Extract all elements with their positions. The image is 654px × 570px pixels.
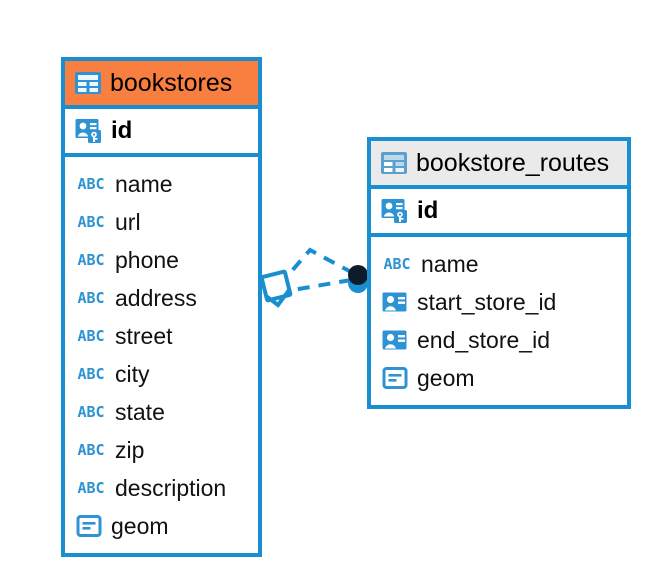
- table-icon: [75, 72, 101, 94]
- table-bookstore-routes-field-list: ABC name start_store_id: [371, 237, 627, 405]
- table-bookstores-header: bookstores: [65, 61, 258, 109]
- primary-key-icon: [381, 198, 409, 224]
- text-abc-icon: ABC: [77, 364, 105, 383]
- field-label: zip: [115, 436, 145, 463]
- table-bookstores-title: bookstores: [110, 68, 233, 97]
- field-row-state[interactable]: ABC state: [65, 393, 258, 431]
- table-bookstore-routes-header: bookstore_routes: [371, 141, 627, 189]
- field-row-geom[interactable]: geom: [371, 359, 627, 397]
- table-bookstore-routes-primary-key-row[interactable]: id: [371, 189, 627, 237]
- field-label: phone: [115, 246, 179, 273]
- field-label: name: [115, 170, 173, 197]
- field-label: city: [115, 360, 150, 387]
- table-bookstore-routes[interactable]: bookstore_routes id: [367, 137, 631, 409]
- table-bookstores-primary-key-row[interactable]: id: [65, 109, 258, 157]
- field-label: url: [115, 208, 141, 235]
- field-row-phone[interactable]: ABC phone: [65, 241, 258, 279]
- field-label: geom: [111, 512, 169, 539]
- diamond-marker: [259, 269, 293, 308]
- field-label: street: [115, 322, 173, 349]
- text-abc-icon: ABC: [77, 212, 105, 231]
- field-row-geom[interactable]: geom: [65, 507, 258, 545]
- field-label: start_store_id: [417, 288, 557, 315]
- field-row-city[interactable]: ABC city: [65, 355, 258, 393]
- field-row-street[interactable]: ABC street: [65, 317, 258, 355]
- field-label: state: [115, 398, 165, 425]
- field-row-url[interactable]: ABC url: [65, 203, 258, 241]
- field-row-address[interactable]: ABC address: [65, 279, 258, 317]
- field-label: address: [115, 284, 197, 311]
- circle-marker: [348, 265, 368, 293]
- text-abc-icon: ABC: [383, 254, 411, 273]
- field-row-end-store-id[interactable]: end_store_id: [371, 321, 627, 359]
- table-bookstores-field-list: ABC name ABC url ABC phone ABC address A…: [65, 157, 258, 553]
- text-abc-icon: ABC: [77, 174, 105, 193]
- field-label: geom: [417, 364, 475, 391]
- text-abc-icon: ABC: [77, 288, 105, 307]
- text-abc-icon: ABC: [77, 250, 105, 269]
- field-row-name[interactable]: ABC name: [65, 165, 258, 203]
- table-icon: [381, 152, 407, 174]
- field-row-description[interactable]: ABC description: [65, 469, 258, 507]
- field-row-start-store-id[interactable]: start_store_id: [371, 283, 627, 321]
- text-abc-icon: ABC: [77, 326, 105, 345]
- geometry-icon: [382, 366, 408, 390]
- geometry-icon: [76, 514, 102, 538]
- text-abc-icon: ABC: [77, 440, 105, 459]
- primary-key-icon: [75, 118, 103, 144]
- field-row-name[interactable]: ABC name: [371, 245, 627, 283]
- text-abc-icon: ABC: [77, 402, 105, 421]
- table-bookstore-routes-title: bookstore_routes: [416, 148, 610, 177]
- table-bookstore-routes-primary-key-label: id: [417, 197, 439, 224]
- field-label: name: [421, 250, 479, 277]
- foreign-key-icon: [382, 329, 408, 351]
- field-row-zip[interactable]: ABC zip: [65, 431, 258, 469]
- field-label: end_store_id: [417, 326, 550, 353]
- text-abc-icon: ABC: [77, 478, 105, 497]
- foreign-key-icon: [382, 291, 408, 313]
- relationship-line-lower: [286, 278, 352, 293]
- relationship-line-upper: [281, 247, 354, 283]
- field-label: description: [115, 474, 227, 501]
- table-bookstores[interactable]: bookstores id: [61, 57, 262, 557]
- table-bookstores-primary-key-label: id: [111, 117, 133, 144]
